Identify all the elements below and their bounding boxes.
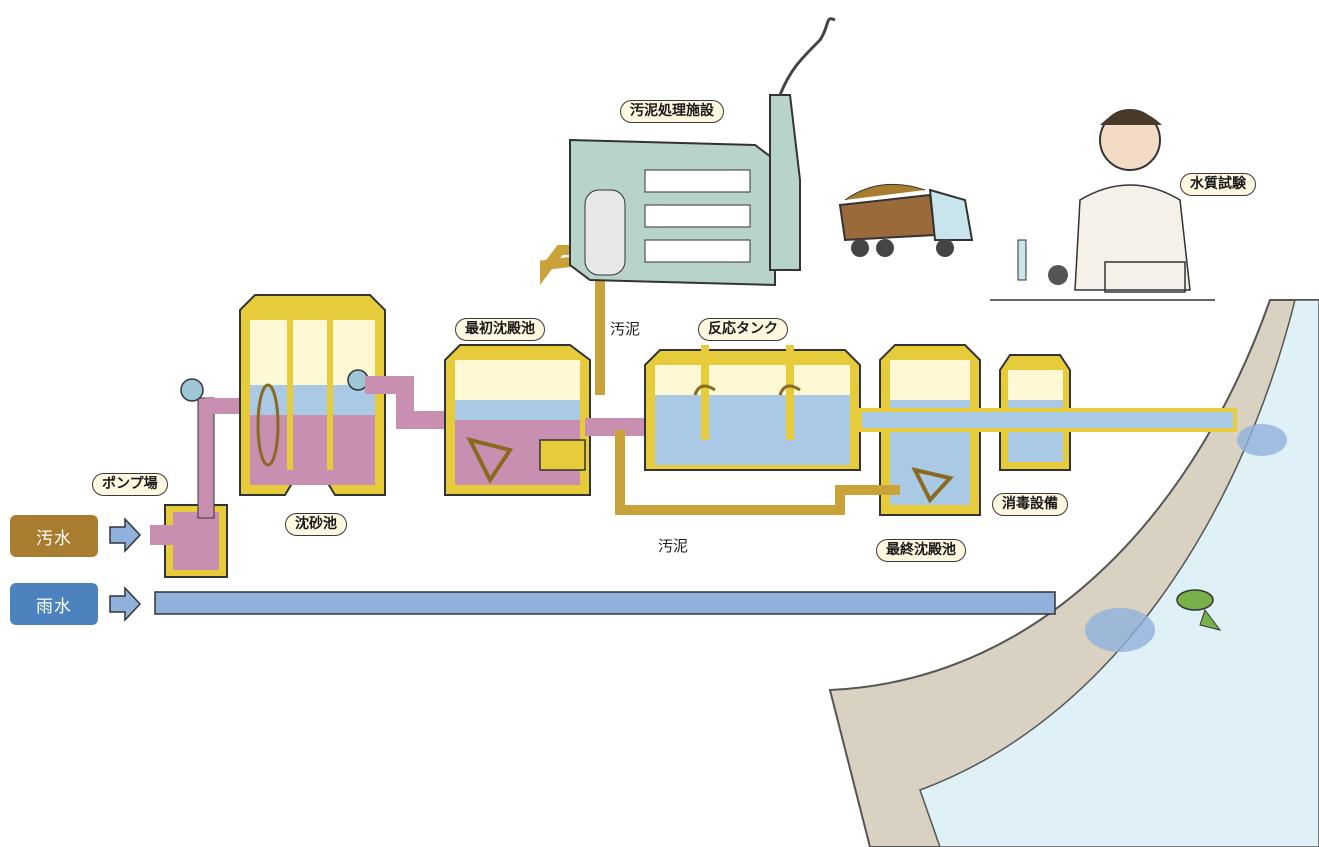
sludge-return-line: [615, 430, 900, 515]
label-primary-sedimentation: 最初沈殿池: [455, 318, 545, 341]
outflow-pipe: [858, 408, 1237, 432]
rain-outflow-splash: [1085, 608, 1155, 652]
sewage-inflow-arrow-icon: [109, 517, 142, 553]
fish: [1176, 589, 1222, 631]
label-pump-station: ポンプ場: [92, 473, 168, 496]
sewage-pipe: [365, 376, 460, 429]
label-sludge-bottom: 汚泥: [658, 537, 689, 555]
sewage-source-badge: 汚水: [10, 515, 98, 557]
reaction-tank: [644, 345, 861, 471]
label-disinfection: 消毒設備: [992, 493, 1068, 516]
rainwater-pipe: [154, 591, 1056, 615]
label-reaction-tank: 反応タンク: [698, 318, 788, 341]
rainwater-inflow-arrow-icon: [109, 586, 142, 622]
grit-chamber: [239, 294, 386, 496]
label-sludge-top: 汚泥: [610, 320, 641, 338]
primary-sedimentation-tank: [444, 344, 591, 496]
label-grit-chamber: 沈砂池: [285, 513, 347, 536]
rainwater-source-badge: 雨水: [10, 583, 98, 625]
label-water-test: 水質試験: [1180, 173, 1256, 196]
label-sludge-facility: 汚泥処理施設: [620, 100, 724, 123]
scientist-lab: [990, 109, 1215, 301]
pump-station: [150, 378, 250, 578]
dump-truck: [838, 183, 974, 257]
sludge-treatment-building: [569, 17, 836, 287]
outflow-splash: [1237, 424, 1287, 456]
label-final-sedimentation: 最終沈殿池: [876, 539, 966, 562]
flow-pipe: [585, 418, 655, 436]
